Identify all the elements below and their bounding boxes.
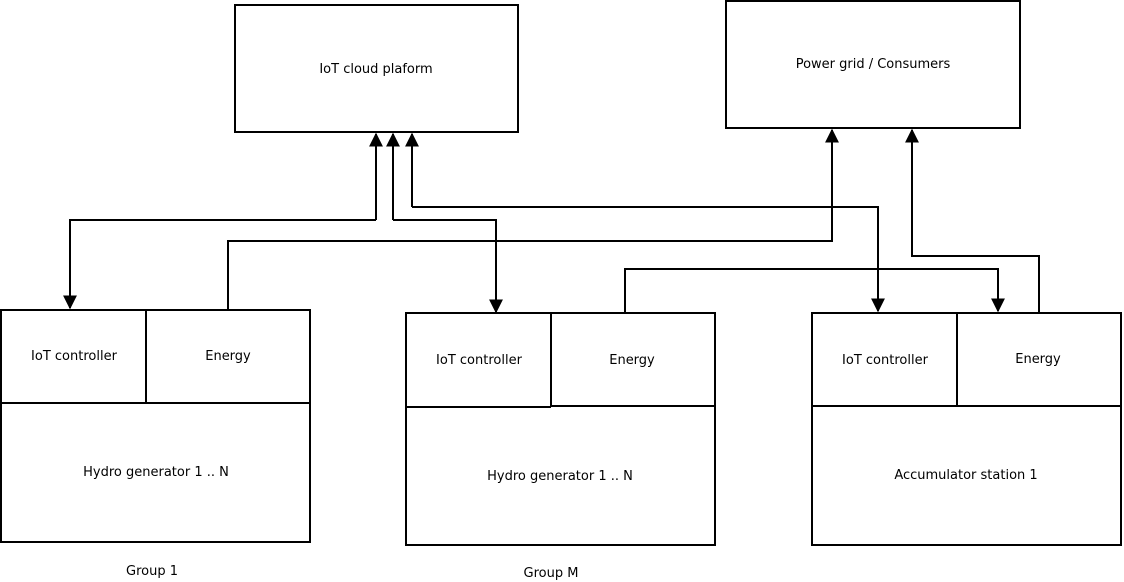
- iot-cloud-platform-label: IoT cloud plaform: [319, 62, 432, 77]
- group-m-generator-label: Hydro generator 1 .. N: [487, 469, 633, 484]
- accumulator-iot-controller-label: IoT controller: [842, 353, 929, 368]
- group-m-energy-label: Energy: [609, 353, 655, 368]
- cloud-groupm-controller-link-down: [393, 219, 503, 314]
- accumulator-energy-label: Energy: [1015, 352, 1061, 367]
- accumulator-energy-to-grid-link: [905, 128, 1040, 313]
- group-1-energy-label: Energy: [205, 349, 251, 364]
- group1-energy-to-grid-link: [227, 128, 839, 310]
- iot-cloud-platform-node: IoT cloud plaform: [234, 4, 519, 133]
- group-1-caption: Group 1: [126, 564, 178, 579]
- cloud-accumulator-controller-link-down: [412, 206, 885, 313]
- accumulator-station-label: Accumulator station 1: [894, 468, 1037, 483]
- group-1-generator-label: Hydro generator 1 .. N: [83, 465, 229, 480]
- power-grid-label: Power grid / Consumers: [796, 57, 951, 72]
- accumulator-group: IoT controller Energy Accumulator statio…: [811, 312, 1122, 546]
- power-grid-node: Power grid / Consumers: [725, 0, 1021, 129]
- group-m-iot-controller-label: IoT controller: [436, 353, 523, 368]
- group-m-caption: Group M: [524, 566, 579, 581]
- group-m: IoT controller Energy Hydro generator 1 …: [405, 312, 716, 581]
- group-1-iot-controller-label: IoT controller: [31, 349, 118, 364]
- groupm-energy-to-accumulator-link: [624, 268, 1005, 313]
- group-1: IoT controller Energy Hydro generator 1 …: [0, 309, 311, 579]
- cloud-group1-controller-link-down: [63, 219, 376, 310]
- connectors: [63, 128, 1040, 314]
